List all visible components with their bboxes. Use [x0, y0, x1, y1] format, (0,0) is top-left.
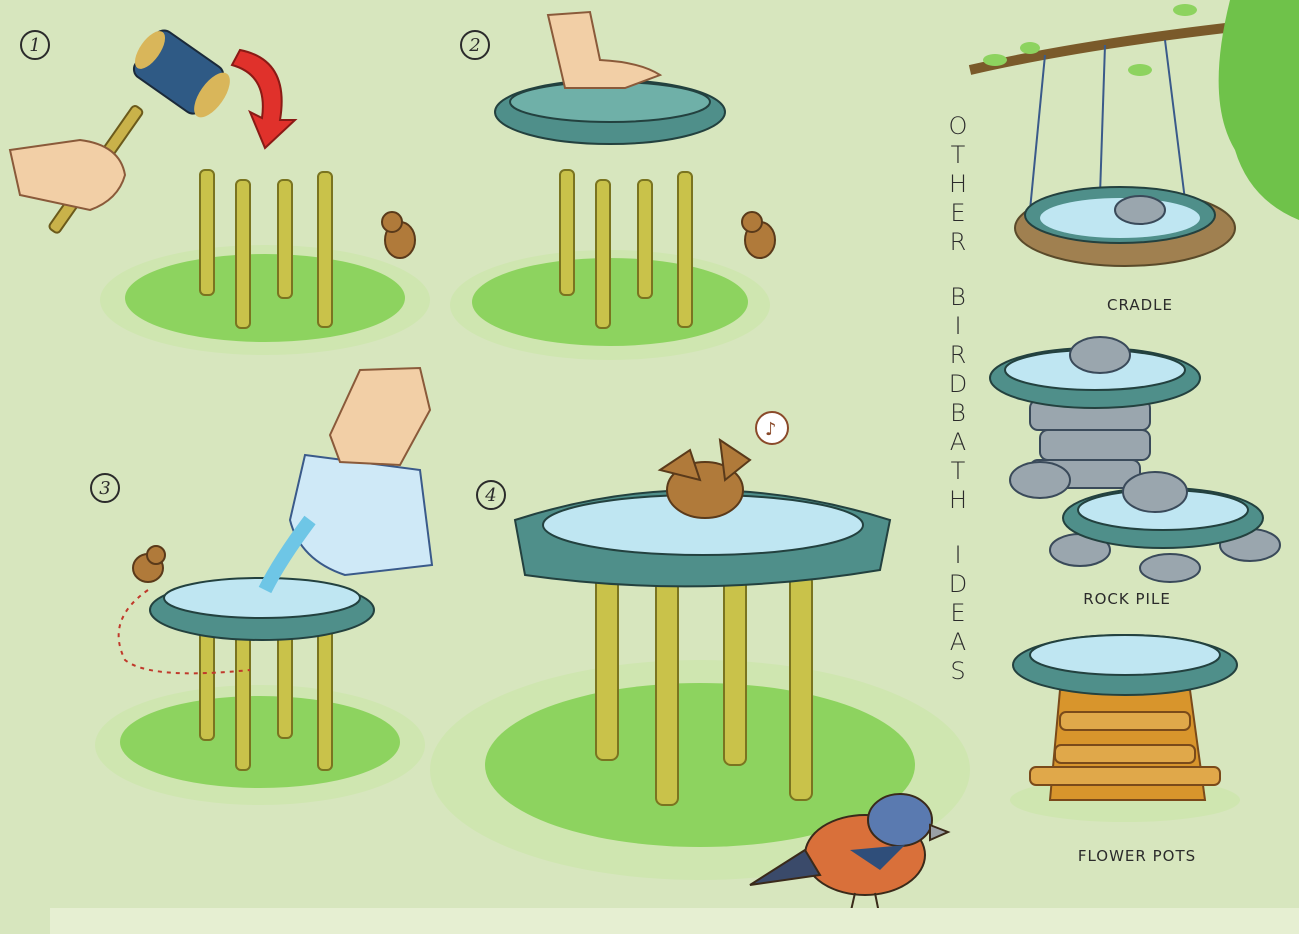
cradle-illustration — [970, 0, 1299, 266]
step2-panel — [450, 12, 775, 360]
arrow-down-icon — [232, 50, 295, 148]
caption-flower-pots: FLOWER POTS — [1037, 847, 1237, 865]
step-number-3: 3 — [90, 473, 120, 503]
step1-panel — [10, 26, 430, 355]
step-number-1: 1 — [20, 30, 50, 60]
step-number-1-label: 1 — [29, 35, 40, 56]
hand-icon — [330, 368, 430, 465]
flower-pots-illustration — [1010, 635, 1240, 822]
step-number-2: 2 — [460, 30, 490, 60]
rock-pile-illustration — [990, 337, 1280, 582]
step3-panel — [95, 368, 432, 805]
bird-icon — [133, 546, 165, 582]
bird-icon — [742, 212, 775, 258]
caption-rock-pile: ROCK PILE — [1027, 590, 1227, 608]
step-number-4: 4 — [476, 480, 506, 510]
step-number-4-label: 4 — [485, 485, 496, 506]
caption-cradle: CRADLE — [1040, 296, 1240, 314]
sidebar-title-word-1: OTHER — [948, 112, 968, 257]
bird-icon — [660, 440, 750, 518]
basin-icon — [495, 80, 725, 144]
svg-text:♪: ♪ — [765, 419, 777, 440]
step-number-3-label: 3 — [99, 478, 110, 499]
hand-icon — [10, 140, 125, 210]
step-number-2-label: 2 — [469, 35, 480, 56]
pitcher-icon — [265, 455, 432, 590]
sidebar-title-word-2: BIRDBATH — [948, 283, 968, 515]
bird-icon — [382, 212, 415, 258]
sidebar-title: OTHER BIRDBATH IDEAS — [944, 112, 972, 686]
sidebar-title-word-3: IDEAS — [948, 541, 968, 686]
hand-icon — [548, 12, 660, 88]
footer-bar — [50, 908, 1299, 934]
